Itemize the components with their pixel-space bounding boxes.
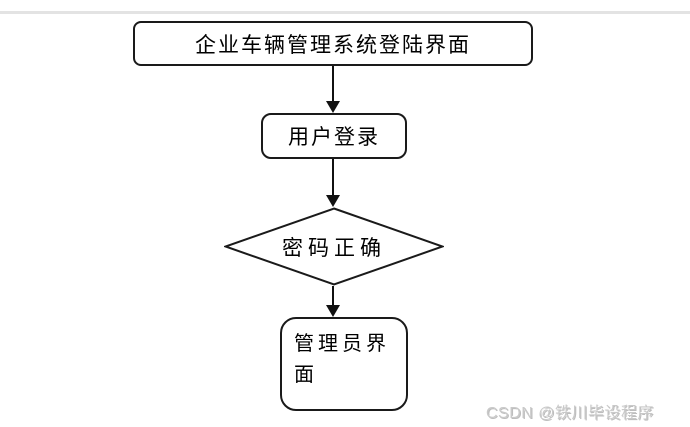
decision-diamond-label: 密码正确 bbox=[282, 235, 386, 260]
diamond-shape-svg bbox=[224, 207, 444, 286]
flow-node-admin-interface-label: 管理员界面 bbox=[294, 333, 390, 386]
arrowhead-down-icon bbox=[326, 305, 340, 317]
flow-node-login-screen-label: 企业车辆管理系统登陆界面 bbox=[195, 32, 471, 57]
arrowhead-down-icon bbox=[326, 101, 340, 113]
top-divider bbox=[0, 11, 690, 14]
arrowhead-down-icon bbox=[326, 195, 340, 207]
watermark: CSDN @铁川毕设程序 bbox=[486, 405, 655, 422]
flow-node-user-login: 用户登录 bbox=[261, 113, 407, 159]
flow-node-admin-interface: 管理员界面 bbox=[280, 317, 408, 411]
connector-line bbox=[332, 286, 334, 307]
flow-node-user-login-label: 用户登录 bbox=[288, 125, 380, 149]
diamond-shape bbox=[224, 207, 444, 286]
flow-node-login-screen: 企业车辆管理系统登陆界面 bbox=[133, 21, 533, 66]
connector-line bbox=[332, 159, 334, 197]
connector-line bbox=[332, 66, 334, 103]
decision-diamond bbox=[224, 207, 444, 286]
